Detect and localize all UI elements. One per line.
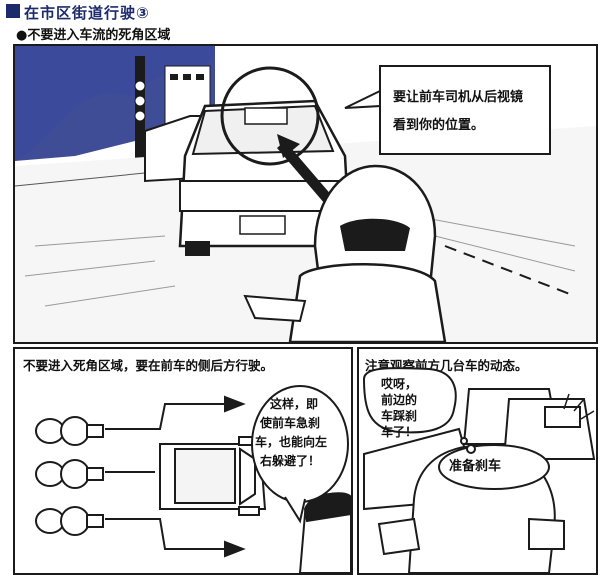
thought-bubble-text: 准备刹车 (449, 459, 502, 474)
speech-bubble-line-1: 这样，即 (270, 397, 319, 411)
page-title: 在市区街道行驶③ (24, 4, 150, 22)
panel-caption: 不要进入死角区域，要在前车的侧后方行驶。 (23, 358, 274, 373)
speech-bubble-line-3: 车，也能向左 (255, 435, 328, 449)
speech-bubble-line-3: 车踩刹 (381, 409, 418, 423)
page-subtitle: ●不要进入车流的死角区域 (16, 28, 171, 43)
comic-panel-bottom-right: 注意观察前方几台车的动态。 哎呀， 前边的 车踩刹 (357, 347, 598, 575)
speech-bubble-line-2: 前边的 (381, 393, 418, 407)
speech-bubble-line-1: 要让前车司机从后视镜 (393, 90, 524, 105)
speech-bubble-line-1: 哎呀， (381, 377, 418, 391)
speech-bubble-line-2: 使前车急刹 (260, 416, 321, 430)
header-square-icon (6, 4, 20, 18)
comic-panel-top: 要让前车司机从后视镜 看到你的位置。 (13, 44, 598, 344)
speech-bubble-line-2: 看到你的位置。 (393, 118, 485, 133)
comic-panel-bottom-left: 不要进入死角区域，要在前车的侧后方行驶。 (13, 347, 353, 575)
traffic-scene-illustration (362, 367, 596, 573)
speech-bubble-line-4: 右躲避了！ (260, 454, 321, 468)
speech-bubble-line-4: 车了！ (381, 425, 418, 439)
top-down-diagram (35, 385, 351, 573)
street-scene-illustration (15, 46, 596, 342)
